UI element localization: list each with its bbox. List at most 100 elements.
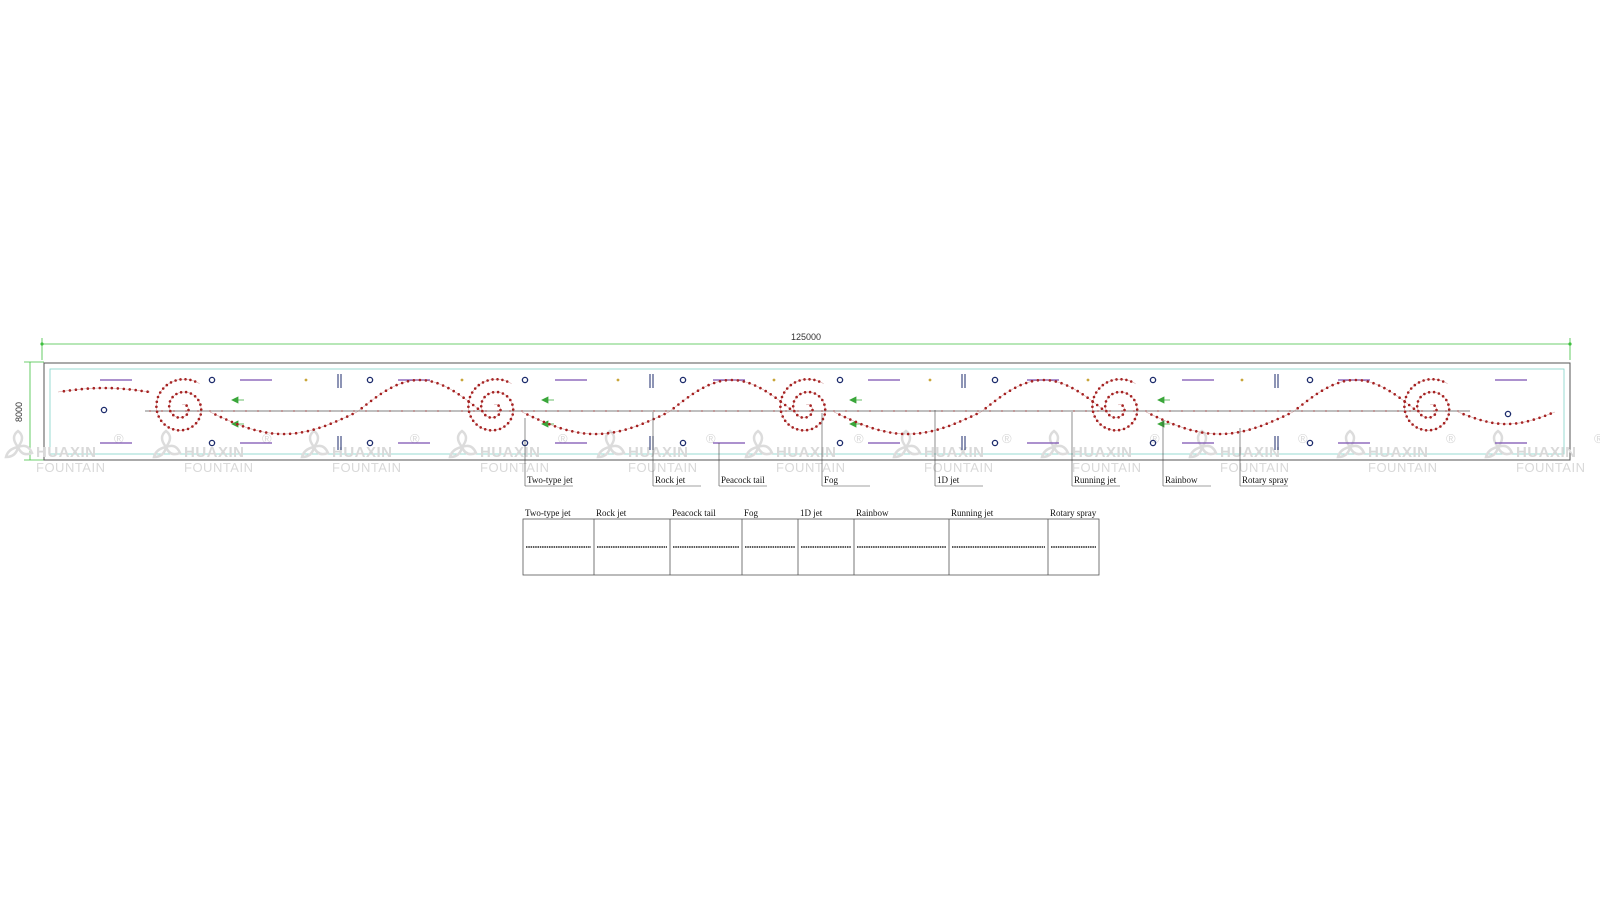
- pipe-nozzle: [1457, 410, 1459, 412]
- watermark-line2: FOUNTAIN: [332, 460, 401, 475]
- pipe-nozzle: [1097, 410, 1099, 412]
- pipe-nozzle: [1073, 410, 1075, 412]
- pipe-nozzle: [533, 410, 535, 412]
- watermark-icon: [152, 429, 182, 459]
- watermark-icon: [448, 429, 478, 459]
- pipe-nozzle: [581, 410, 583, 412]
- pipe-nozzle: [689, 410, 691, 412]
- small-jet-dot: [928, 378, 932, 382]
- pipe-nozzle: [341, 410, 343, 412]
- pipe-nozzle: [449, 410, 451, 412]
- running-jet-track: [156, 378, 202, 431]
- dimension-left: 8000: [14, 361, 44, 461]
- callout-label: Peacock tail: [721, 475, 765, 485]
- watermark-line1: HUAXIN: [628, 444, 689, 461]
- pipe-nozzle: [497, 410, 499, 412]
- pipe-nozzle: [1217, 410, 1219, 412]
- pipe-nozzle: [545, 410, 547, 412]
- running-jet-track: [1404, 378, 1450, 431]
- fog-nozzle-ring: [1149, 439, 1157, 447]
- pipe-nozzle: [713, 410, 715, 412]
- fog-nozzle-ring: [679, 376, 687, 384]
- pipe-nozzle: [1433, 410, 1435, 412]
- legend-column-header: Rock jet: [596, 508, 627, 518]
- fog-nozzle-ring: [1306, 376, 1314, 384]
- fog-nozzle-ring: [1149, 376, 1157, 384]
- pipe-nozzle: [977, 410, 979, 412]
- inner-pool-outline: [49, 368, 1565, 455]
- watermark-line1: HUAXIN: [1072, 444, 1133, 461]
- pipe-nozzle: [317, 410, 319, 412]
- legend-column-header: Running jet: [951, 508, 994, 518]
- pipe-nozzle: [809, 410, 811, 412]
- watermark-icon: [300, 429, 330, 459]
- pipe-nozzle: [1169, 410, 1171, 412]
- pipe-nozzle: [761, 410, 763, 412]
- pipe-nozzle: [1325, 410, 1327, 412]
- pipe-nozzle: [557, 410, 559, 412]
- small-jet-dot: [772, 378, 776, 382]
- pipe-nozzle: [1421, 410, 1423, 412]
- watermark-registered: ®: [1002, 431, 1012, 446]
- watermark-icon: [1336, 429, 1366, 459]
- small-jet-dot: [460, 378, 464, 382]
- running-jet-track: [668, 379, 795, 413]
- pipe-nozzle: [773, 410, 775, 412]
- small-jet-dot: [1086, 378, 1090, 382]
- pipe-nozzle: [641, 410, 643, 412]
- pipe-nozzle: [173, 410, 175, 412]
- pipe-nozzle: [281, 410, 283, 412]
- legend-column-header: Fog: [744, 508, 759, 518]
- pipe-nozzle: [917, 410, 919, 412]
- pipe-nozzle: [1313, 410, 1315, 412]
- watermark-icon: [892, 429, 922, 459]
- pipe-nozzle: [377, 410, 379, 412]
- fog-nozzle-ring: [100, 406, 108, 414]
- watermark-registered: ®: [854, 431, 864, 446]
- watermark-line2: FOUNTAIN: [1220, 460, 1289, 475]
- watermark-icon: [1484, 429, 1514, 459]
- fog-nozzle-ring: [1306, 439, 1314, 447]
- running-jet-track: [1292, 379, 1419, 413]
- watermark-icon: [596, 429, 626, 459]
- fog-nozzle-ring: [208, 439, 216, 447]
- pipe-nozzle: [389, 410, 391, 412]
- fog-nozzle-ring: [679, 439, 687, 447]
- watermark-line2: FOUNTAIN: [628, 460, 697, 475]
- pipe-nozzle: [509, 410, 511, 412]
- pipe-nozzle: [209, 410, 211, 412]
- pipe-nozzle: [1181, 410, 1183, 412]
- pipe-nozzle: [833, 410, 835, 412]
- legend-column-header: Peacock tail: [672, 508, 716, 518]
- pipe-nozzle: [1337, 410, 1339, 412]
- pipe-nozzle: [869, 410, 871, 412]
- pipe-nozzle: [293, 410, 295, 412]
- fog-nozzle-ring: [521, 376, 529, 384]
- watermark-line1: HUAXIN: [480, 444, 541, 461]
- pipe-nozzle: [413, 410, 415, 412]
- watermark-line1: HUAXIN: [1220, 444, 1281, 461]
- pipe-nozzle: [185, 410, 187, 412]
- pipe-nozzle: [353, 410, 355, 412]
- watermark-icon: [1188, 429, 1218, 459]
- pipe-nozzle: [1109, 410, 1111, 412]
- watermark-line2: FOUNTAIN: [1072, 460, 1141, 475]
- pipe-nozzle: [1193, 410, 1195, 412]
- watermark-registered: ®: [558, 431, 568, 446]
- pipe-layer: [145, 410, 1470, 412]
- pipe-nozzle: [401, 410, 403, 412]
- pipe-nozzle: [593, 410, 595, 412]
- fog-nozzle-ring: [836, 439, 844, 447]
- pipe-nozzle: [1397, 410, 1399, 412]
- pipe-nozzle: [857, 410, 859, 412]
- small-jet-dot: [1240, 378, 1244, 382]
- watermark-line2: FOUNTAIN: [480, 460, 549, 475]
- spiral-jet-layer: [57, 378, 1556, 436]
- callout-label: Running jet: [1074, 475, 1117, 485]
